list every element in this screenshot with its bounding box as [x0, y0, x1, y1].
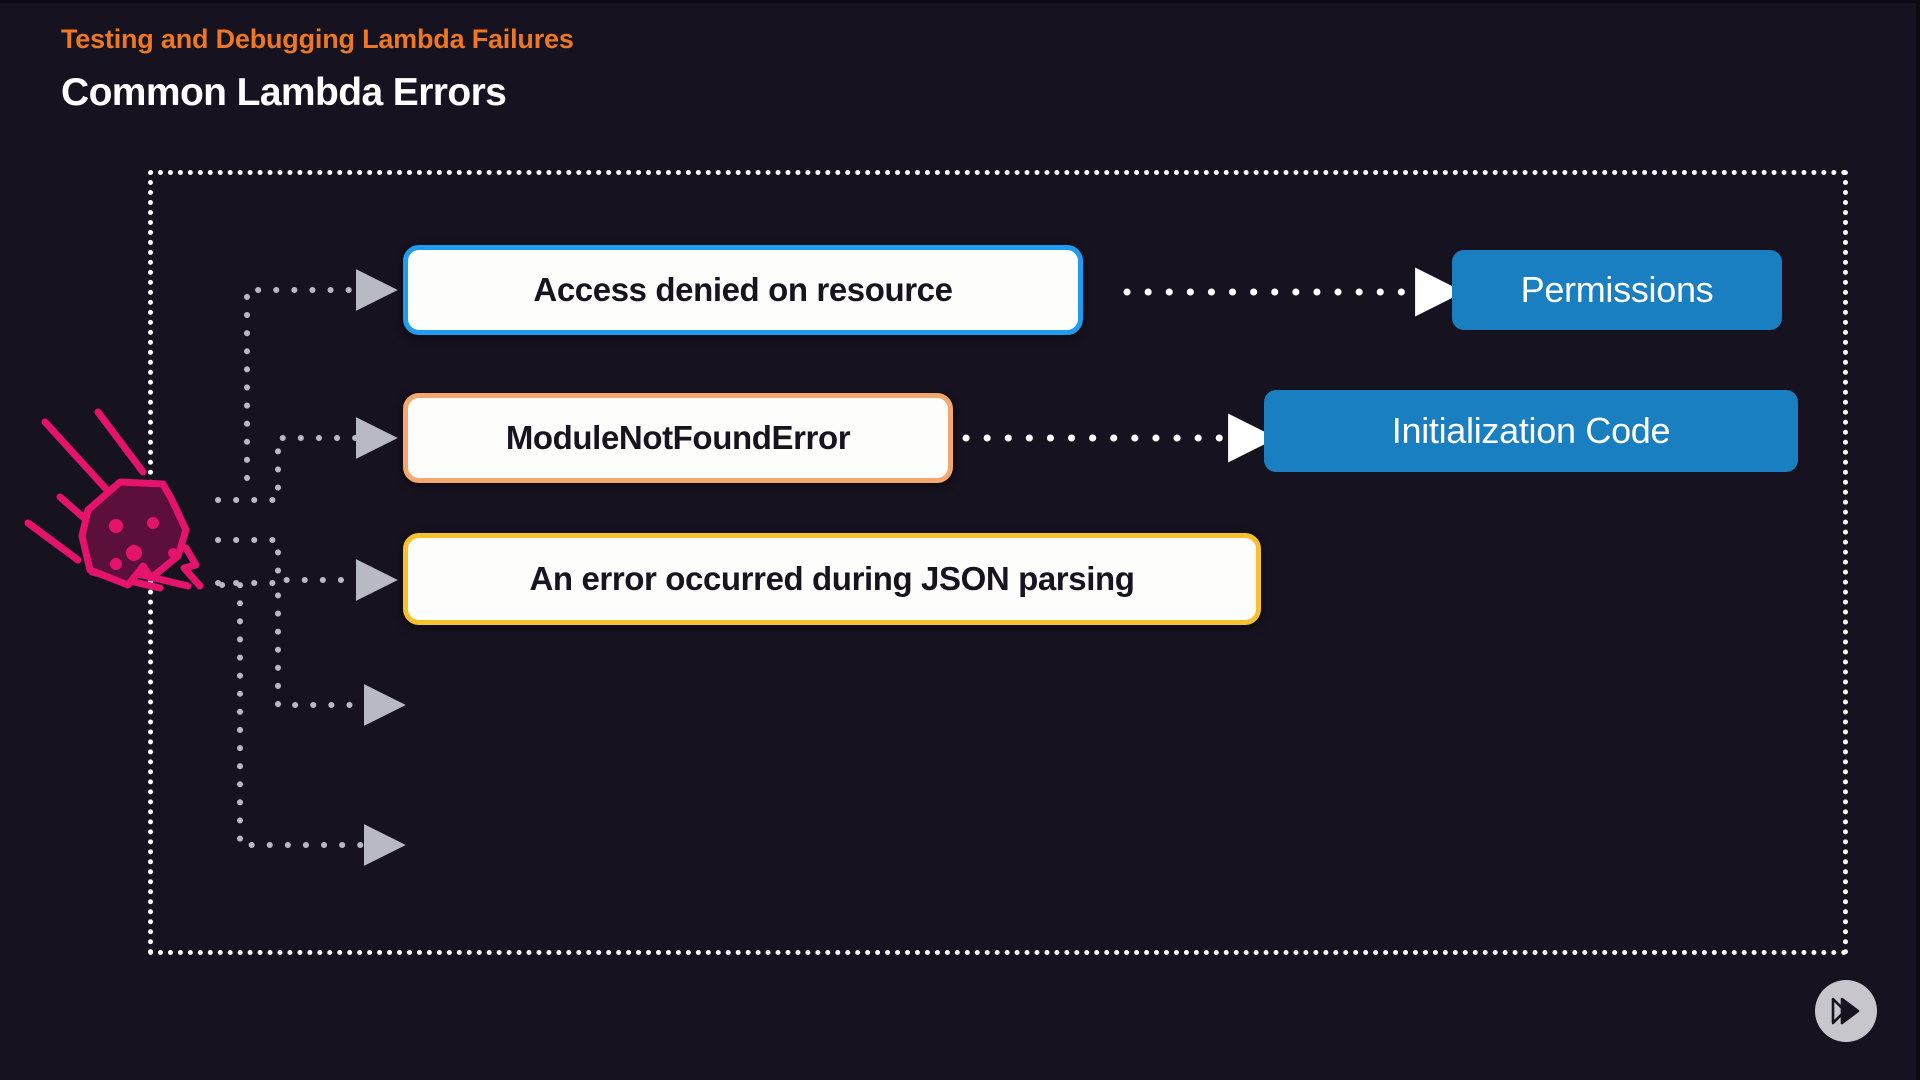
error-card-label: Access denied on resource — [533, 271, 953, 308]
cause-box-permissions[interactable]: Permissions — [1452, 250, 1782, 330]
page-title: Common Lambda Errors — [61, 71, 507, 114]
error-card-module-not-found[interactable]: ModuleNotFoundError — [403, 393, 953, 483]
slide-eyebrow: Testing and Debugging Lambda Failures — [61, 24, 574, 54]
cause-box-label: Initialization Code — [1391, 410, 1671, 451]
cause-box-label: Permissions — [1520, 269, 1714, 310]
fast-forward-icon — [1831, 997, 1860, 1025]
error-card-access-denied[interactable]: Access denied on resource — [403, 245, 1083, 335]
top-edge-divider — [0, 0, 1920, 3]
right-edge-divider — [1916, 0, 1920, 1080]
cause-box-initialization-code[interactable]: Initialization Code — [1264, 390, 1798, 472]
fast-forward-badge[interactable] — [1815, 980, 1877, 1042]
error-card-label: ModuleNotFoundError — [505, 419, 851, 456]
error-card-label: An error occurred during JSON parsing — [529, 560, 1135, 597]
meteor-icon — [24, 408, 204, 592]
error-card-json-parsing[interactable]: An error occurred during JSON parsing — [403, 533, 1261, 625]
